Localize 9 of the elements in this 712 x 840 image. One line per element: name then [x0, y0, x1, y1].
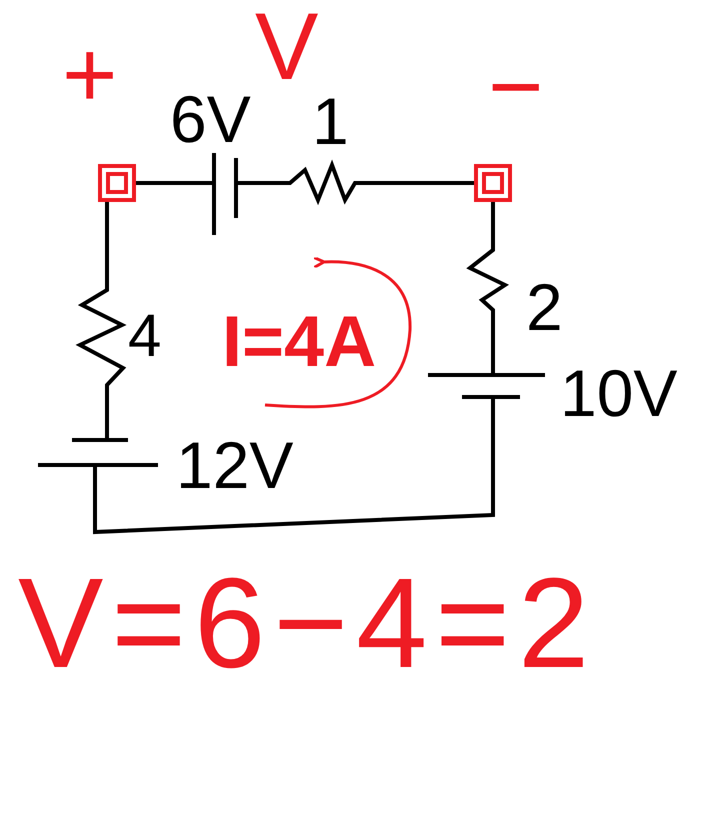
resistance-value: 2 [526, 274, 563, 340]
minus-sign: − [488, 40, 544, 135]
voltage-value: 6V [170, 86, 251, 152]
voltage-value: 10V [560, 360, 678, 426]
resistance-value: 4 [128, 306, 162, 366]
voltage-value: 12V [176, 432, 294, 498]
current-label: I=4A [222, 306, 376, 378]
voltage-equation: V=6−4=2 [18, 560, 598, 688]
plus-sign: + [62, 28, 118, 123]
